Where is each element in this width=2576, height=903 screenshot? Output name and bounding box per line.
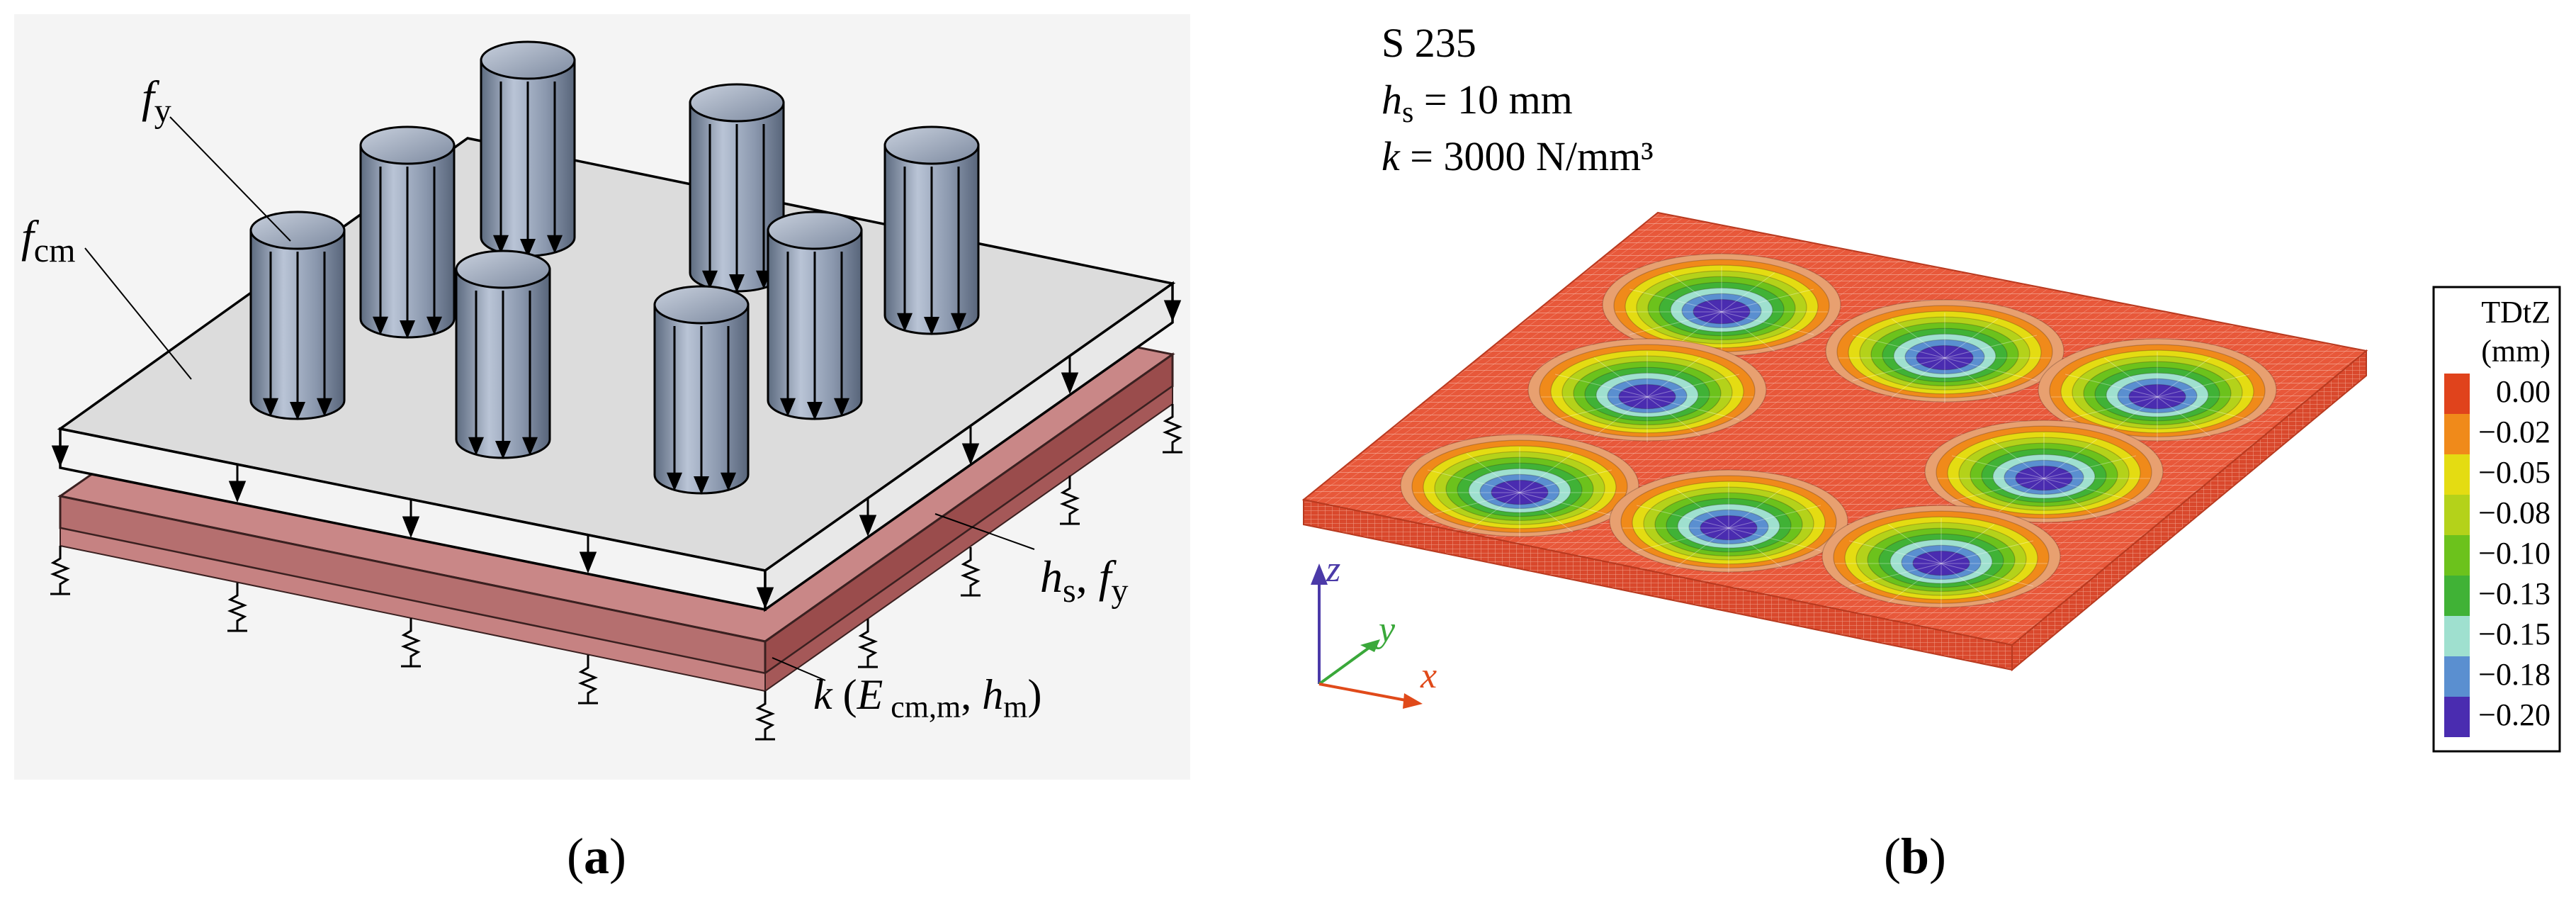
column-load	[883, 125, 980, 335]
legend-label: −0.08	[2478, 495, 2550, 530]
column-load	[249, 211, 346, 420]
legend-swatch	[2444, 616, 2470, 656]
x-axis-label: x	[1420, 656, 1437, 696]
panel-b-fem-result: S 235 hs = 10 mm k = 3000 N/mm³ z y x TD…	[1301, 20, 2561, 885]
legend-swatch	[2444, 495, 2470, 535]
caption-b: (b)	[1884, 828, 1946, 885]
dent	[2038, 338, 2277, 442]
column-load	[689, 83, 785, 293]
axis-triad: z y x	[1311, 549, 1437, 709]
column-load	[455, 249, 551, 459]
param-hs: hs = 10 mm	[1382, 77, 1573, 129]
z-axis-arrow	[1311, 563, 1328, 585]
x-axis-line	[1318, 683, 1414, 703]
legend-label: −0.15	[2478, 617, 2550, 651]
label-fy: fy	[142, 72, 171, 130]
legend-label: −0.13	[2478, 576, 2550, 611]
legend-swatch	[2444, 374, 2470, 414]
y-axis-line	[1318, 645, 1372, 685]
y-axis-label: y	[1375, 610, 1396, 650]
dent	[1825, 299, 2064, 403]
dent	[1527, 338, 1767, 442]
column-load	[480, 40, 576, 257]
deformed-mesh-plate	[1301, 211, 2368, 672]
z-axis-label: z	[1326, 549, 1340, 590]
column-load	[767, 211, 863, 420]
label-hs-fy: hs, fy	[1040, 551, 1128, 610]
legend-label: −0.10	[2478, 536, 2550, 571]
legend-label: 0.00	[2496, 374, 2550, 409]
legend-unit: (mm)	[2481, 334, 2550, 369]
legend-swatch	[2444, 454, 2470, 495]
x-axis-arrow	[1403, 693, 1423, 709]
column-load	[653, 285, 750, 495]
legend-title: TDtZ	[2481, 295, 2550, 330]
label-k-ecm-hm: k (E cm,m, hm)	[813, 671, 1041, 724]
columns	[249, 40, 980, 495]
legend-label: −0.05	[2478, 455, 2550, 490]
dent	[1400, 434, 1639, 538]
y-axis-arrow	[1360, 639, 1380, 652]
legend-label: −0.20	[2478, 697, 2550, 732]
contour-legend: TDtZ (mm) 0.00 −0.02 −0.05 −0.08 −0.10 −0.13 −…	[2432, 286, 2561, 753]
caption-a: (a)	[567, 828, 626, 885]
leader-lines	[84, 116, 1035, 681]
panel-a-diagram: fy fcm hs, fy k (E cm,m, hm) (a)	[14, 14, 1190, 885]
legend-swatch	[2444, 656, 2470, 697]
legend-swatch	[2444, 576, 2470, 616]
legend-entries: 0.00 −0.02 −0.05 −0.08 −0.10 −0.13 −0.15 −0.18 −…	[2444, 374, 2550, 737]
dent	[1609, 469, 1848, 573]
legend-swatch	[2444, 535, 2470, 576]
param-k: k = 3000 N/mm³	[1382, 133, 1654, 179]
deformation-dents	[1400, 253, 2277, 609]
edge-load-arrows	[51, 284, 1182, 610]
legend-label: −0.02	[2478, 415, 2550, 449]
dent	[1821, 505, 2061, 609]
param-material: S 235	[1382, 20, 1476, 66]
column-load	[359, 125, 456, 339]
legend-swatch	[2444, 697, 2470, 737]
legend-swatch	[2444, 414, 2470, 454]
legend-label: −0.18	[2478, 657, 2550, 692]
springs	[50, 404, 1183, 741]
dent	[1924, 420, 2164, 524]
